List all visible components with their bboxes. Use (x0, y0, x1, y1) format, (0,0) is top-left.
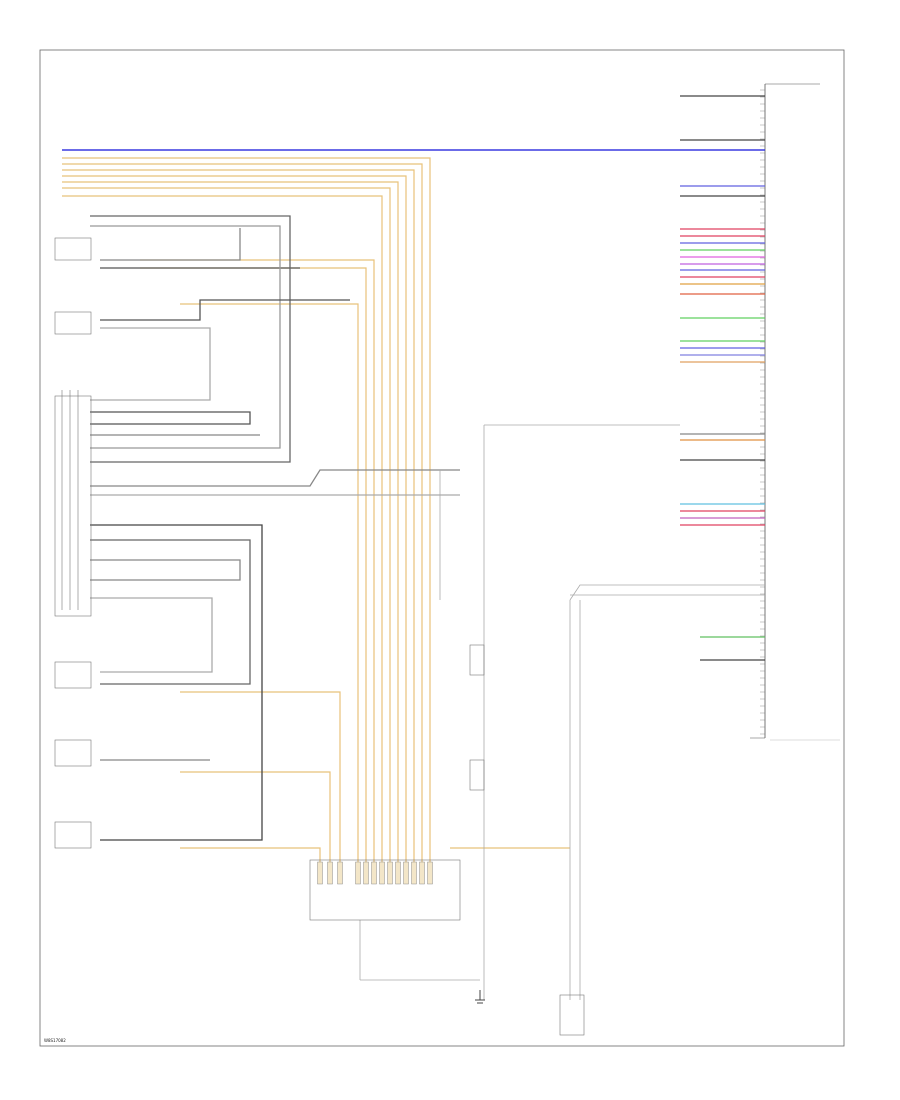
left-bus (61, 390, 79, 610)
junction-connectors (317, 861, 433, 885)
diagram-frame (39, 49, 845, 1047)
junction-pin (355, 861, 361, 885)
footer-code: W8S17082 (44, 1038, 66, 1043)
left-wires (90, 215, 460, 841)
junction-pin (395, 861, 401, 885)
junction-pin (371, 861, 377, 885)
junction-pin (387, 861, 393, 885)
yellow-harness (62, 157, 570, 880)
junction-pin (363, 861, 369, 885)
junction-pin (427, 861, 433, 885)
junction-pin (419, 861, 425, 885)
ground-lines (359, 424, 765, 1000)
junction-pin (403, 861, 409, 885)
components (54, 237, 585, 1036)
ecu-connector (750, 83, 820, 739)
junction-pin (317, 861, 323, 885)
ground-symbol (475, 990, 485, 1004)
junction-pin (327, 861, 333, 885)
junction-pin (337, 861, 343, 885)
junction-pin (411, 861, 417, 885)
right-wires (680, 95, 765, 661)
junction-pin (379, 861, 385, 885)
